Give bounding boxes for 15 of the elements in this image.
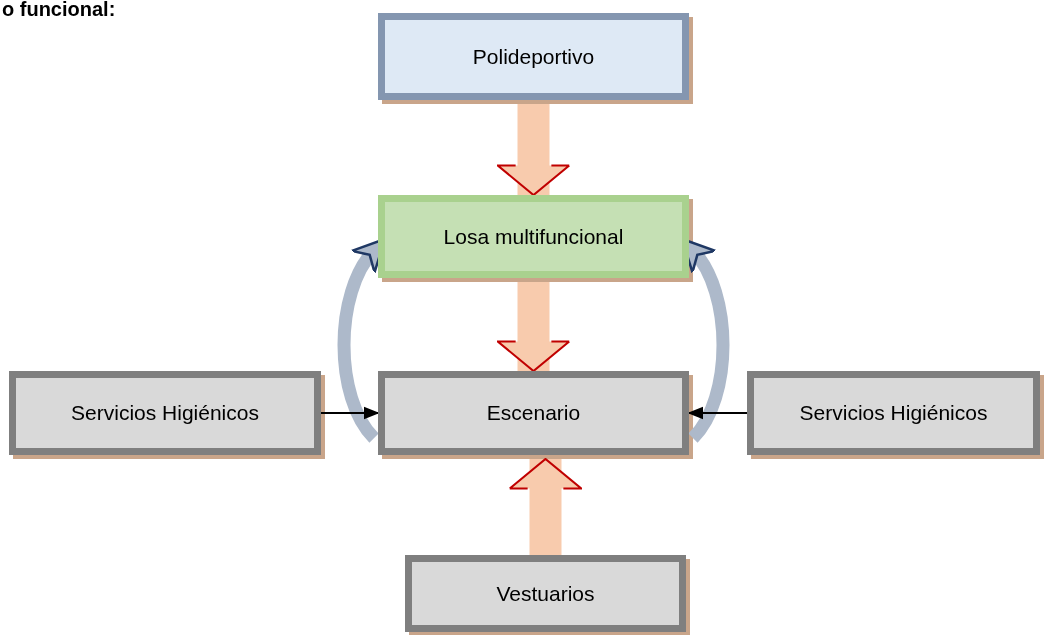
node-label: Polideportivo xyxy=(472,44,595,69)
process-box xyxy=(378,371,689,455)
node-label: Servicios Higiénicos xyxy=(71,401,259,425)
arrow xyxy=(687,406,748,420)
arrow xyxy=(320,406,380,420)
process-box xyxy=(378,13,689,100)
process-box xyxy=(378,195,689,278)
process-box xyxy=(405,555,686,632)
process-box xyxy=(747,371,1040,455)
process-box xyxy=(9,371,321,455)
node-label: Vestuarios xyxy=(496,581,595,606)
node-label: Servicios Higiénicos xyxy=(799,401,988,425)
node-label: Losa multifuncional xyxy=(443,224,624,249)
heading-text: o funcional: xyxy=(2,0,116,21)
node-label: Escenario xyxy=(486,401,581,425)
